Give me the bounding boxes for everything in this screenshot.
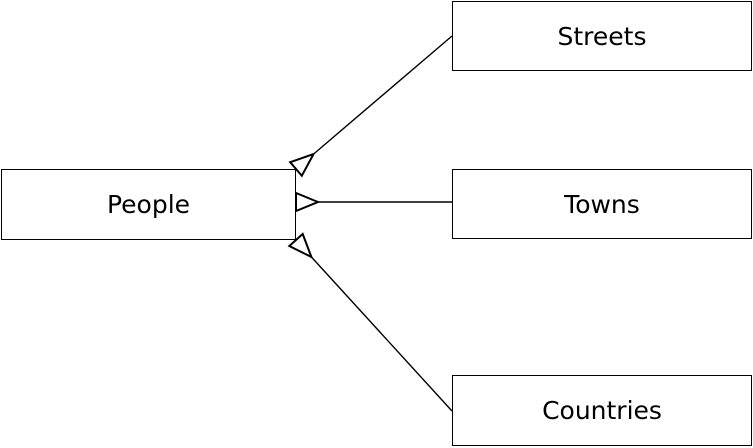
edge-people-countries-line [310, 256, 453, 412]
node-streets: Streets [452, 1, 752, 71]
node-countries-label: Countries [542, 396, 662, 425]
node-people-label: People [106, 190, 191, 219]
node-streets-label: Streets [557, 21, 647, 51]
edge-people-streets-line [313, 35, 453, 155]
hollow-triangle-arrowhead-towns [295, 191, 321, 213]
node-countries: Countries [452, 375, 752, 446]
node-towns-label: Towns [564, 189, 640, 219]
node-people: People [1, 169, 296, 240]
node-towns: Towns [452, 169, 752, 239]
